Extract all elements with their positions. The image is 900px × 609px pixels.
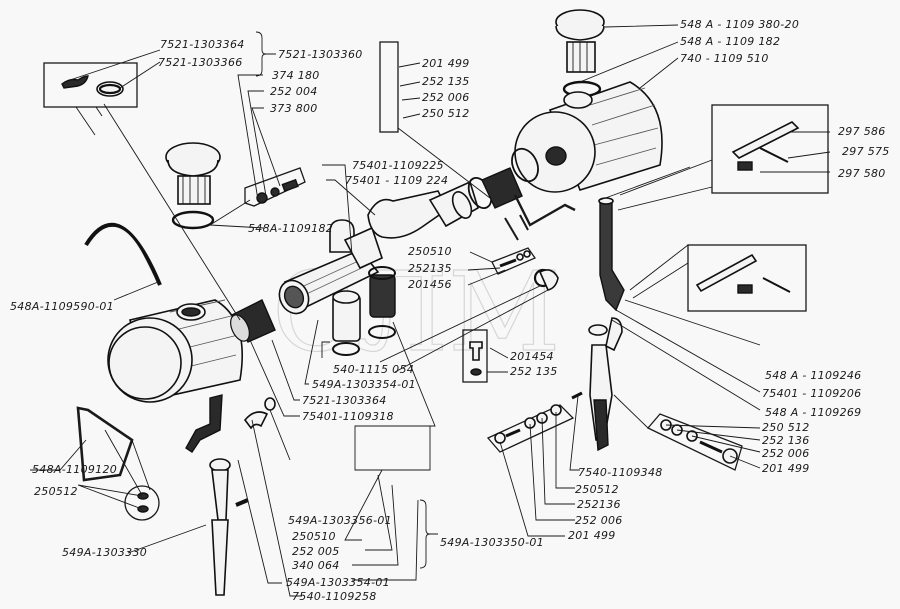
part-label: 549A-1303330 [62, 546, 147, 559]
part-label: 548A-1109182 [248, 222, 333, 235]
part-label: 201 499 [422, 57, 470, 70]
part-label: 250512 [34, 485, 78, 498]
part-label: 252136 [577, 498, 621, 511]
part-label: 549A-1303354-01 [286, 576, 390, 589]
intake-tube-right [598, 197, 625, 312]
precleaner-stack-right [588, 317, 623, 452]
clamp-kit-inset [43, 62, 138, 136]
part-label: 252 006 [762, 447, 810, 460]
part-label: 549A-1303356-01 [288, 514, 392, 527]
bolt-kit-elbow [491, 247, 559, 291]
part-label: 7540-1109258 [292, 590, 377, 603]
air-cleaner-right [514, 81, 663, 193]
part-label: 250 512 [422, 107, 470, 120]
part-label: 549A-1303354-01 [312, 378, 416, 391]
part-label: 250512 [575, 483, 619, 496]
part-label: 7521-1303364 [302, 394, 387, 407]
air-cleaner-cap-left [165, 142, 221, 230]
part-label: 297 580 [838, 167, 886, 180]
part-label: 297 586 [838, 125, 886, 138]
part-label: 252 135 [422, 75, 470, 88]
part-label: 7521-1303364 [160, 38, 245, 51]
hose-arc [84, 223, 162, 286]
elbow-hose [367, 167, 523, 239]
coupling-sleeve [230, 299, 276, 343]
part-label: 374 180 [272, 69, 320, 82]
part-label: 75401 - 1109206 [762, 387, 861, 400]
part-label: 75401-1109225 [352, 159, 444, 172]
part-label: 548A-1109590-01 [10, 300, 114, 313]
part-label: 297 575 [842, 145, 890, 158]
intake-pipe [278, 219, 383, 315]
bolt-kit-bottom [486, 391, 583, 453]
mounting-bracket-right [504, 194, 576, 241]
part-label: 252 006 [575, 514, 623, 527]
part-label: 201454 [510, 350, 554, 363]
part-label: 548 A - 1109246 [765, 369, 861, 382]
part-label: 373 800 [270, 102, 318, 115]
part-label: 201 499 [568, 529, 616, 542]
part-label: 252 004 [270, 85, 318, 98]
bracket-plate [244, 167, 306, 207]
seal-ring-right [511, 147, 539, 183]
strap-kit-inset-bottom [629, 244, 807, 312]
part-label: 201456 [408, 278, 452, 291]
part-label: 75401 - 1109 224 [345, 174, 448, 187]
part-label: 75401-1109318 [302, 410, 394, 423]
part-label: 7540-1109348 [578, 466, 663, 479]
air-cleaner-left [107, 299, 243, 453]
part-label: 548A-1109120 [32, 463, 117, 476]
part-label: 549A-1303350-01 [440, 536, 544, 549]
air-cleaner-cap-right [555, 9, 605, 98]
filter-sleeves [332, 266, 396, 356]
part-label: 252135 [408, 262, 452, 275]
part-label: 740 - 1109 510 [680, 52, 769, 65]
strap-kit-inset-top [617, 104, 829, 211]
part-label: 201 499 [762, 462, 810, 475]
part-label: 548 A - 1109269 [765, 406, 861, 419]
part-label: 250510 [408, 245, 452, 258]
part-label: 7521-1303360 [278, 48, 363, 61]
leader-lines [30, 24, 831, 597]
precleaner-stack-left [209, 397, 276, 596]
bolt-kit-right [646, 413, 743, 471]
part-label: 250 512 [762, 421, 810, 434]
part-label: 340 064 [292, 559, 340, 572]
part-label: 540-1115 054 [333, 363, 414, 376]
part-label: 252 005 [292, 545, 340, 558]
part-label: 250510 [292, 530, 336, 543]
part-label: 252 135 [510, 365, 558, 378]
part-label: 548 A - 1109 182 [680, 35, 780, 48]
part-label: 548 A - 1109 380-20 [680, 18, 799, 31]
part-label: 7521-1303366 [158, 56, 243, 69]
bolt-kit-middle [462, 329, 488, 383]
part-label: 252 006 [422, 91, 470, 104]
part-label: 252 136 [762, 434, 810, 447]
